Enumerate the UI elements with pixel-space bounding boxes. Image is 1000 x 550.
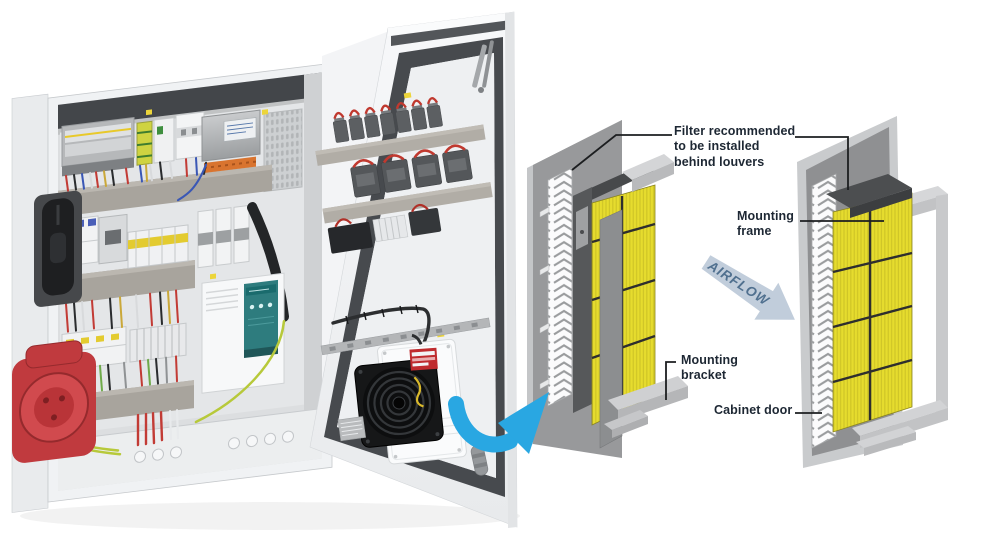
filter-fan-unit	[354, 333, 467, 465]
door-din-rail	[320, 317, 491, 356]
interior-right-wall	[304, 72, 322, 411]
fan-ground-wire	[413, 376, 424, 408]
door-gasket	[324, 37, 505, 497]
cabinet-floor	[58, 408, 322, 491]
cabinet-body	[11, 62, 333, 513]
airflow-arrow: AIRFLOW	[701, 255, 795, 320]
airflow-label: AIRFLOW	[704, 257, 772, 308]
label-filter-note: Filter recommended to be installed behin…	[674, 124, 796, 169]
ground-shadow	[20, 502, 520, 530]
fan-grille	[362, 367, 435, 440]
cable-glands	[134, 430, 294, 463]
leader-filter-left	[571, 134, 672, 171]
louver-tabs	[539, 206, 550, 390]
door-panel-rim	[527, 165, 533, 447]
label-mounting-bracket: Mounting bracket	[681, 353, 739, 383]
cable-ties	[345, 304, 419, 325]
fan-warning-label	[409, 347, 438, 371]
label-cabinet-door: Cabinet door	[714, 403, 793, 417]
filter-panel-right	[832, 192, 913, 433]
door-latch-hardware	[472, 40, 494, 93]
power-supply-transformer	[201, 109, 261, 173]
top-bracket-left	[622, 154, 674, 192]
rotary-handle	[34, 190, 82, 307]
exploded-view-right	[797, 116, 948, 468]
wire-cluster-top	[65, 156, 207, 192]
door-hinge-pin	[470, 445, 489, 476]
frame-front-rail-left	[599, 209, 623, 449]
wiring-ducts	[52, 164, 272, 426]
leader-mounting-bracket	[665, 361, 676, 400]
door-contactor-rows	[315, 97, 493, 254]
mounting-bracket-left	[604, 376, 688, 438]
door-outer-edge	[505, 12, 517, 528]
cee-power-socket	[12, 340, 96, 463]
door-cable	[331, 306, 431, 351]
plc-terminal-block	[61, 116, 135, 177]
soft-starter	[201, 272, 285, 394]
relay-terminal-strip	[127, 224, 189, 269]
cabinet-right-edge	[311, 30, 392, 450]
cabinet-door-open	[309, 11, 518, 528]
vent-grille	[263, 108, 303, 193]
label-mounting-frame: Mounting frame	[737, 209, 795, 239]
contactors-mid	[98, 213, 128, 265]
circuit-breakers-top	[175, 111, 205, 160]
wire-cluster-mid	[65, 289, 179, 333]
leader-filter-right	[795, 136, 849, 190]
filter-cap-right	[826, 174, 912, 218]
connector-arrow	[448, 392, 549, 454]
bottom-channel-right	[856, 426, 916, 456]
fuse-holders	[197, 204, 250, 269]
din-terminal-blocks	[136, 120, 153, 166]
louver-strip-left	[547, 167, 573, 407]
door-top-edge	[391, 20, 511, 46]
leader-lines	[571, 134, 884, 414]
din-terminal-strip-lower	[129, 322, 187, 363]
exploded-view-left	[527, 120, 688, 458]
relay-module	[153, 117, 175, 164]
interior-top-shadow	[58, 72, 322, 129]
door-rating-label	[337, 416, 367, 442]
louver-strip-right	[811, 173, 837, 449]
